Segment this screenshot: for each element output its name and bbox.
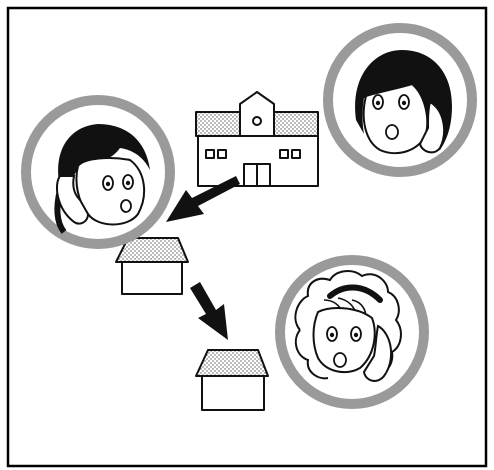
house-far-icon xyxy=(196,350,268,410)
dark-haired-girl-on-phone xyxy=(328,28,472,172)
house-near-school-icon xyxy=(116,238,188,294)
girl-on-phone-left xyxy=(26,100,170,244)
curly-haired-girl-on-phone xyxy=(280,260,424,404)
